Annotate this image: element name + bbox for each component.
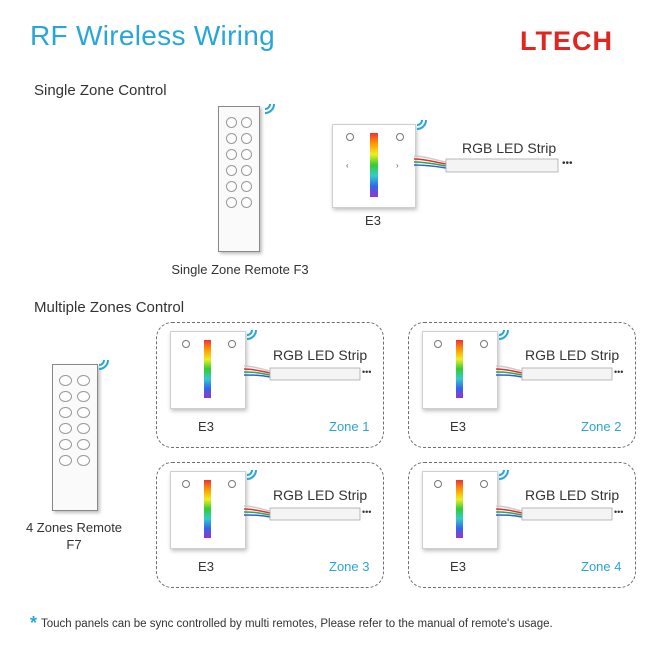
continuation-dots: ••• [362,507,372,517]
power-icon [434,340,442,348]
remote-button [226,181,237,192]
remote-f7-caption-line2: F7 [66,537,82,552]
color-slider [204,340,211,398]
continuation-dots: ••• [614,507,624,517]
panel-label: E3 [198,559,214,574]
wifi-signal-icon [264,103,275,114]
power-icon [480,480,488,488]
left-arrow-icon: ‹ [346,161,349,170]
wifi-signal-icon [246,329,257,340]
rgb-wires [244,365,361,381]
remote-button [59,455,72,466]
remote-button [59,391,72,402]
footnote: *Touch panels can be sync controlled by … [30,613,553,634]
zone-label: Zone 4 [581,559,622,574]
remote-button [241,181,252,192]
color-slider [370,133,378,197]
rgb-wires [496,505,613,521]
continuation-dots: ••• [614,367,624,377]
page-title: RF Wireless Wiring [30,20,275,51]
power-icon [434,480,442,488]
panel-label: E3 [450,419,466,434]
zone-label: Zone 3 [329,559,370,574]
power-icon [182,480,190,488]
wifi-signal-icon [246,469,257,480]
remote-button [59,439,72,450]
zone-box [408,462,636,588]
footnote-text: Touch panels can be sync controlled by m… [41,618,553,630]
panel-label: E3 [198,419,214,434]
remote-button [77,423,90,434]
remote-button [241,197,252,208]
remote-f7 [52,364,98,511]
strip-label: RGB LED Strip [462,140,557,156]
zone-box [156,462,384,588]
touch-panel-e3 [170,471,246,549]
remote-button [226,165,237,176]
remote-f3-caption: Single Zone Remote F3 [171,262,309,277]
asterisk-icon: * [30,613,38,633]
touch-panel-e3 [422,471,498,549]
touch-panel-e3 [422,331,498,409]
single-zone-heading: Single Zone Control [34,82,167,99]
remote-button [59,423,72,434]
remote-button [226,133,237,144]
wifi-signal-icon [416,119,427,130]
panel-label: E3 [450,559,466,574]
zone-box [408,322,636,448]
zone-label: Zone 1 [329,419,370,434]
strip-label: RGB LED Strip [525,487,620,503]
panel-label: E3 [365,213,381,228]
wifi-signal-icon [498,329,509,340]
remote-f3 [218,106,260,252]
remote-button [241,117,252,128]
power-icon [228,340,236,348]
color-slider [204,480,211,538]
remote-button [241,133,252,144]
right-arrow-icon: › [396,161,399,170]
remote-button [226,197,237,208]
color-slider [456,340,463,398]
remote-button [77,375,90,386]
remote-button [59,375,72,386]
power-icon [480,340,488,348]
strip-label: RGB LED Strip [273,347,368,363]
brand-logo: LTECH [520,26,613,56]
color-slider [456,480,463,538]
zone-label: Zone 2 [581,419,622,434]
power-icon [396,133,404,141]
power-icon [228,480,236,488]
touch-panel-e3: ‹ › [332,124,416,208]
remote-button [226,149,237,160]
continuation-dots: ••• [562,158,573,169]
remote-button [77,407,90,418]
rgb-wires [414,155,559,173]
remote-button [59,407,72,418]
multi-zone-heading: Multiple Zones Control [34,299,185,316]
continuation-dots: ••• [362,367,372,377]
remote-f7-caption-line1: 4 Zones Remote [25,520,123,535]
zone-box [156,322,384,448]
rgb-wires [244,505,361,521]
touch-panel-e3 [170,331,246,409]
remote-button [241,149,252,160]
remote-button [77,455,90,466]
remote-button [77,391,90,402]
wifi-signal-icon [498,469,509,480]
strip-label: RGB LED Strip [525,347,620,363]
remote-button [241,165,252,176]
remote-button [226,117,237,128]
wifi-signal-icon [98,359,109,370]
rgb-wires [496,365,613,381]
power-icon [182,340,190,348]
power-icon [346,133,354,141]
remote-button [77,439,90,450]
strip-label: RGB LED Strip [273,487,368,503]
